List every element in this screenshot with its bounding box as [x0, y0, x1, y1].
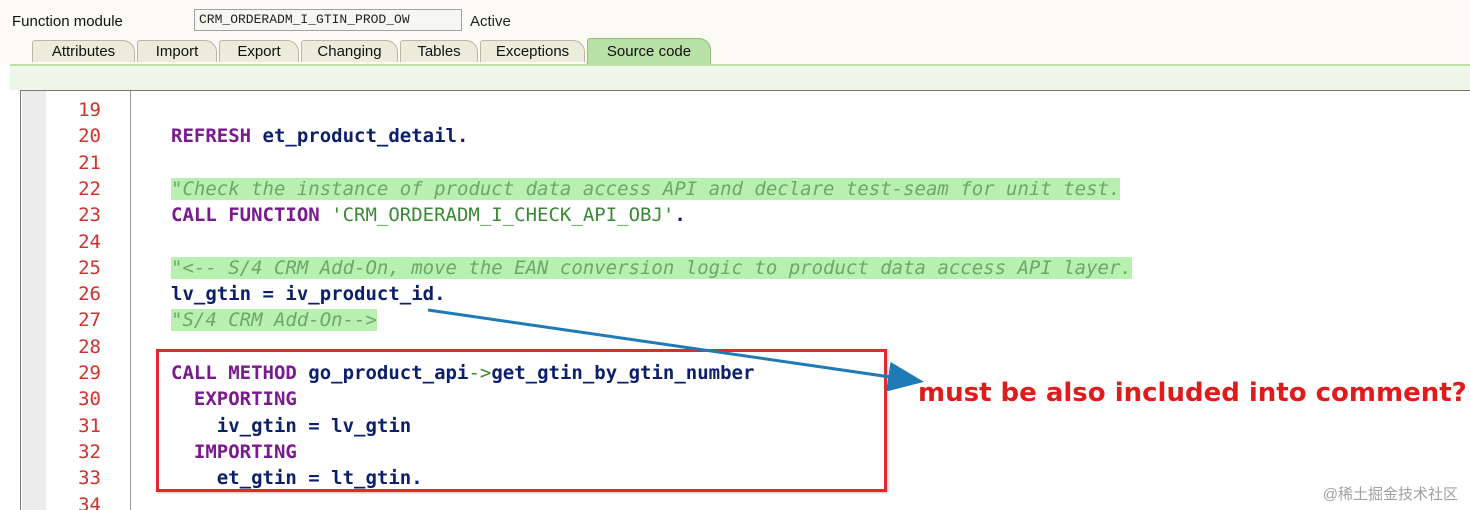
- line-number: 21: [78, 151, 101, 174]
- tab-export[interactable]: Export: [219, 40, 299, 62]
- code-token: et_gtin = lt_gtin.: [171, 467, 423, 490]
- code-token: "S/4 CRM Add-On-->: [171, 309, 377, 332]
- code-line: 21: [21, 150, 1470, 176]
- code-text: "Check the instance of product data acce…: [171, 176, 1121, 202]
- line-number: 27: [78, 309, 101, 332]
- code-token: 'CRM_ORDERADM_I_CHECK_API_OBJ': [319, 204, 675, 227]
- code-line: 28: [21, 334, 1470, 360]
- code-line: 31 iv_gtin = lv_gtin: [21, 413, 1470, 439]
- code-text: IMPORTING: [171, 439, 297, 465]
- line-number-separator: [130, 91, 131, 510]
- code-token: .: [674, 204, 686, 227]
- tab-panel-header: [10, 64, 1470, 90]
- tab-source-code[interactable]: Source code: [587, 38, 711, 64]
- code-text: "S/4 CRM Add-On-->: [171, 307, 377, 333]
- code-token: "Check the instance of product data acce…: [171, 177, 1121, 200]
- watermark: @稀土掘金技术社区: [1322, 486, 1458, 503]
- code-token: "<-- S/4 CRM Add-On, move the EAN conver…: [171, 256, 1132, 279]
- code-token: CALL METHOD: [171, 362, 297, 384]
- code-token: lv_gtin = iv_product_id.: [171, 283, 446, 306]
- line-number: 33: [78, 467, 101, 490]
- code-line: 33 et_gtin = lt_gtin.: [21, 465, 1470, 491]
- line-number: 19: [78, 99, 101, 121]
- code-text: lv_gtin = iv_product_id.: [171, 281, 446, 307]
- tab-tables[interactable]: Tables: [400, 40, 478, 62]
- line-number: 29: [78, 362, 101, 384]
- line-number: 31: [78, 414, 101, 437]
- code-text: CALL FUNCTION 'CRM_ORDERADM_I_CHECK_API_…: [171, 202, 686, 228]
- code-line: 34: [21, 492, 1470, 510]
- editor-gutter: [22, 91, 46, 510]
- function-module-header: Function module CRM_ORDERADM_I_GTIN_PROD…: [0, 0, 1470, 38]
- code-text: REFRESH et_product_detail.: [171, 123, 468, 149]
- code-text: et_gtin = lt_gtin.: [171, 465, 423, 491]
- code-line: 22 "Check the instance of product data ac…: [21, 176, 1470, 202]
- code-line: 32 IMPORTING: [21, 439, 1470, 465]
- line-number: 20: [78, 125, 101, 148]
- code-line: 19: [21, 97, 1470, 123]
- code-line: 23 CALL FUNCTION 'CRM_ORDERADM_I_CHECK_AP…: [21, 202, 1470, 228]
- code-token: IMPORTING: [171, 440, 297, 463]
- tab-attributes[interactable]: Attributes: [32, 40, 135, 62]
- line-number: 25: [78, 256, 101, 279]
- function-module-name-field[interactable]: CRM_ORDERADM_I_GTIN_PROD_OW: [194, 9, 462, 31]
- highlight-box: [156, 349, 887, 492]
- code-token: et_product_detail.: [251, 125, 469, 148]
- status-text: Active: [470, 13, 511, 30]
- code-line: 24: [21, 229, 1470, 255]
- code-line: 27 "S/4 CRM Add-On-->: [21, 307, 1470, 333]
- line-number: 26: [78, 283, 101, 306]
- code-line: 26 lv_gtin = iv_product_id.: [21, 281, 1470, 307]
- code-token: CALL FUNCTION: [171, 204, 320, 227]
- annotation-text: must be also included into comment?: [918, 378, 1467, 408]
- code-text: iv_gtin = lv_gtin: [171, 413, 411, 439]
- line-number: 22: [78, 177, 101, 200]
- tab-import[interactable]: Import: [137, 40, 217, 62]
- line-number: 24: [78, 230, 101, 253]
- code-token: REFRESH: [171, 125, 252, 148]
- code-text: EXPORTING: [171, 386, 297, 412]
- line-number: 28: [78, 335, 101, 358]
- code-line: 25 "<-- S/4 CRM Add-On, move the EAN conv…: [21, 255, 1470, 281]
- code-token: iv_gtin = lv_gtin: [171, 414, 412, 437]
- line-number: 32: [78, 440, 101, 463]
- tab-exceptions[interactable]: Exceptions: [480, 40, 585, 62]
- line-number: 23: [78, 204, 101, 227]
- line-number: 30: [78, 388, 101, 411]
- line-number: 34: [78, 493, 101, 510]
- code-line: 30 EXPORTING: [21, 386, 1470, 412]
- code-text: "<-- S/4 CRM Add-On, move the EAN conver…: [171, 255, 1132, 281]
- tab-bar: Attributes Import Export Changing Tables…: [0, 38, 1470, 64]
- code-token: EXPORTING: [171, 388, 297, 411]
- code-line: 20 REFRESH et_product_detail.: [21, 123, 1470, 149]
- tab-changing[interactable]: Changing: [301, 40, 398, 62]
- function-module-label: Function module: [12, 13, 123, 30]
